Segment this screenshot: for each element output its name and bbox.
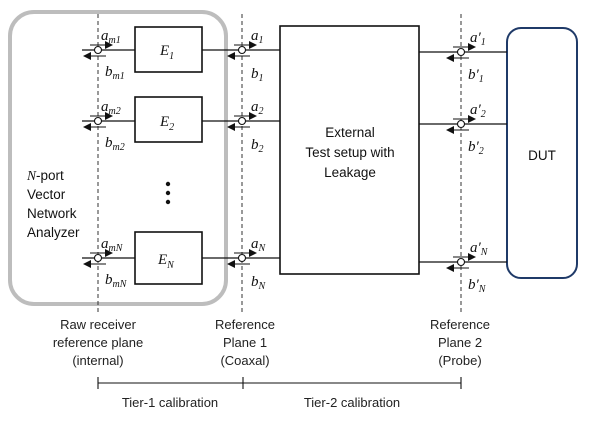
wave-label-a-prime-n: a′N — [470, 240, 489, 258]
dut-label: DUT — [528, 148, 556, 163]
wave-label-amn: amN — [101, 236, 124, 254]
vna-label-line2: Vector — [27, 187, 66, 202]
wave-label-b2: b2 — [251, 137, 264, 155]
ref-plane2-label-2: Plane 2 — [438, 335, 482, 350]
vna-label-line4: Analyzer — [27, 225, 80, 240]
wave-label-b1: b1 — [251, 66, 264, 84]
vna-enclosure — [8, 10, 228, 306]
external-test-setup-box — [279, 25, 420, 275]
wave-label-bm2: bm2 — [105, 135, 125, 153]
ref-plane1-label-3: (Coaxal) — [220, 353, 269, 368]
vna-label-line1: N-port — [26, 168, 64, 183]
ellipsis-dots — [165, 181, 171, 205]
wave-label-bm1: bm1 — [105, 64, 125, 82]
error-box-2-label: E2 — [159, 114, 174, 133]
wave-label-a-prime-2: a′2 — [470, 102, 486, 120]
error-box-2 — [134, 96, 203, 143]
wave-label-bn: bN — [251, 274, 267, 292]
wave-label-a2: a2 — [251, 99, 264, 117]
wave-label-am1: am1 — [101, 28, 121, 46]
tier1-calibration-label: Tier-1 calibration — [122, 395, 218, 410]
error-box-n — [134, 231, 203, 285]
ref-plane1-label-2: Plane 1 — [223, 335, 267, 350]
wave-label-b-prime-1: b′1 — [468, 67, 484, 85]
wave-label-bmn: bmN — [105, 272, 128, 290]
tier2-calibration-label: Tier-2 calibration — [304, 395, 400, 410]
vna-label-line3: Network — [27, 206, 77, 221]
wave-label-an: aN — [251, 236, 267, 254]
raw-plane-label-2: reference plane — [53, 335, 143, 350]
raw-plane-label-1: Raw receiver — [60, 317, 137, 332]
calibration-brackets — [97, 377, 462, 389]
wave-arrows — [83, 41, 476, 272]
ref-plane1-label-1: Reference — [215, 317, 275, 332]
raw-plane-label-3: (internal) — [72, 353, 123, 368]
error-box-n-label: EN — [157, 252, 175, 271]
wave-label-a1: a1 — [251, 28, 264, 46]
wave-label-a-prime-1: a′1 — [470, 30, 486, 48]
ref-plane2-label-1: Reference — [430, 317, 490, 332]
external-box-line3: Leakage — [324, 165, 376, 180]
dut-box — [506, 27, 578, 279]
ref-plane2-label-3: (Probe) — [438, 353, 481, 368]
external-box-line2: Test setup with — [305, 145, 394, 160]
error-box-1-label: E1 — [159, 43, 174, 62]
wave-label-am2: am2 — [101, 99, 121, 117]
wave-label-b-prime-n: b′N — [468, 277, 487, 295]
wave-label-b-prime-2: b′2 — [468, 139, 484, 157]
junction-circles — [93, 45, 466, 267]
external-box-line1: External — [325, 125, 375, 140]
